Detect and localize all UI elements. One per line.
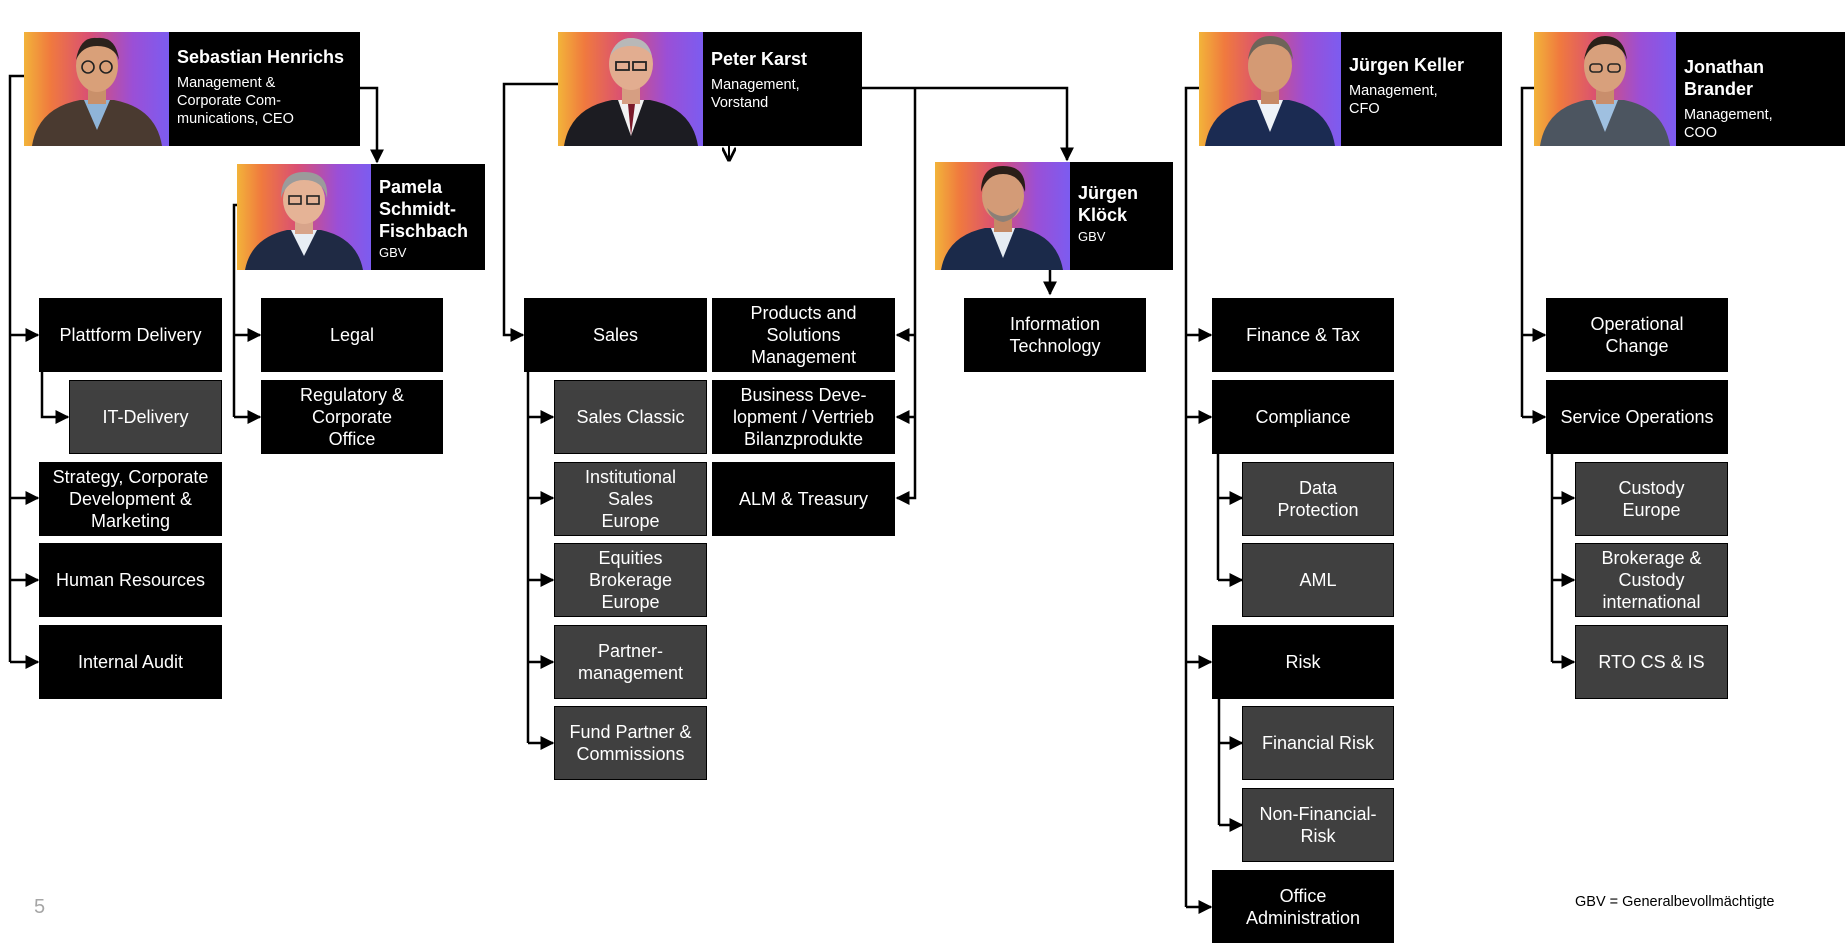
gbv-footnote: GBV = Generalbevollmächtigte bbox=[1575, 894, 1775, 910]
unit-institutional-sales-europe: Institutional Sales Europe bbox=[554, 462, 707, 536]
unit-human-resources: Human Resources bbox=[39, 543, 222, 617]
person-name: Jürgen Keller bbox=[1349, 55, 1465, 75]
person-role: Management, Vorstand bbox=[711, 77, 800, 111]
unit-data-protection: Data Protection bbox=[1242, 462, 1394, 536]
unit-legal: Legal bbox=[261, 298, 443, 372]
juergen-keller-photo bbox=[1199, 32, 1341, 146]
unit-sales: Sales bbox=[524, 298, 707, 372]
unit-it-delivery: IT-Delivery bbox=[69, 380, 222, 454]
jonathan-brander-photo bbox=[1534, 32, 1676, 146]
unit-information-technology: Information Technology bbox=[964, 298, 1146, 372]
person-role: Management, COO bbox=[1684, 107, 1773, 141]
unit-business-development: Business Deve- lopment / Vertrieb Bilanz… bbox=[712, 380, 895, 454]
person-name: Peter Karst bbox=[711, 49, 808, 69]
unit-regulatory-corporate-office: Regulatory & Corporate Office bbox=[261, 380, 443, 454]
peter-karst-photo bbox=[558, 32, 703, 146]
person-name: Jonathan Brander bbox=[1684, 57, 1765, 99]
person-role: GBV bbox=[1078, 229, 1106, 244]
unit-internal-audit: Internal Audit bbox=[39, 625, 222, 699]
person-role: Management & Corporate Com- munications,… bbox=[177, 75, 294, 127]
unit-operational-change: Operational Change bbox=[1546, 298, 1728, 372]
unit-alm-treasury: ALM & Treasury bbox=[712, 462, 895, 536]
person-name: Jürgen Klöck bbox=[1078, 183, 1139, 225]
unit-custody-europe: Custody Europe bbox=[1575, 462, 1728, 536]
peter-karst-card: Peter Karst Management, Vorstand bbox=[703, 32, 862, 146]
unit-financial-risk: Financial Risk bbox=[1242, 706, 1394, 780]
juergen-keller-card: Jürgen Keller Management, CFO bbox=[1341, 32, 1502, 146]
unit-brokerage-custody-international: Brokerage & Custody international bbox=[1575, 543, 1728, 617]
person-role: Management, CFO bbox=[1349, 83, 1438, 117]
person-name: Sebastian Henrichs bbox=[177, 47, 345, 67]
person-name: Pamela Schmidt- Fischbach bbox=[379, 177, 469, 241]
unit-plattform-delivery: Plattform Delivery bbox=[39, 298, 222, 372]
unit-equities-brokerage-europe: Equities Brokerage Europe bbox=[554, 543, 707, 617]
page-number: 5 bbox=[34, 896, 46, 918]
unit-aml: AML bbox=[1242, 543, 1394, 617]
person-role: GBV bbox=[379, 245, 407, 260]
unit-service-operations: Service Operations bbox=[1546, 380, 1728, 454]
unit-risk: Risk bbox=[1212, 625, 1394, 699]
unit-strategy: Strategy, Corporate Development & Market… bbox=[39, 462, 222, 536]
unit-finance-tax: Finance & Tax bbox=[1212, 298, 1394, 372]
unit-compliance: Compliance bbox=[1212, 380, 1394, 454]
sebastian-henrichs-photo bbox=[24, 32, 169, 146]
juergen-kloeck-photo bbox=[935, 162, 1070, 270]
sebastian-henrichs-card: Sebastian Henrichs Management & Corporat… bbox=[169, 32, 360, 146]
juergen-kloeck-card: Jürgen Klöck GBV bbox=[1070, 162, 1173, 270]
unit-office-administration: Office Administration bbox=[1212, 870, 1394, 943]
unit-partnermanagement: Partner- management bbox=[554, 625, 707, 699]
unit-rto-cs-is: RTO CS & IS bbox=[1575, 625, 1728, 699]
unit-products-solutions-management: Products and Solutions Management bbox=[712, 298, 895, 372]
pamela-schmidt-fischbach-card: Pamela Schmidt- Fischbach GBV bbox=[371, 164, 485, 270]
pamela-schmidt-fischbach-photo bbox=[237, 164, 371, 270]
jonathan-brander-card: Jonathan Brander Management, COO bbox=[1676, 32, 1845, 146]
unit-non-financial-risk: Non-Financial- Risk bbox=[1242, 788, 1394, 862]
unit-sales-classic: Sales Classic bbox=[554, 380, 707, 454]
unit-fund-partner-commissions: Fund Partner & Commissions bbox=[554, 706, 707, 780]
